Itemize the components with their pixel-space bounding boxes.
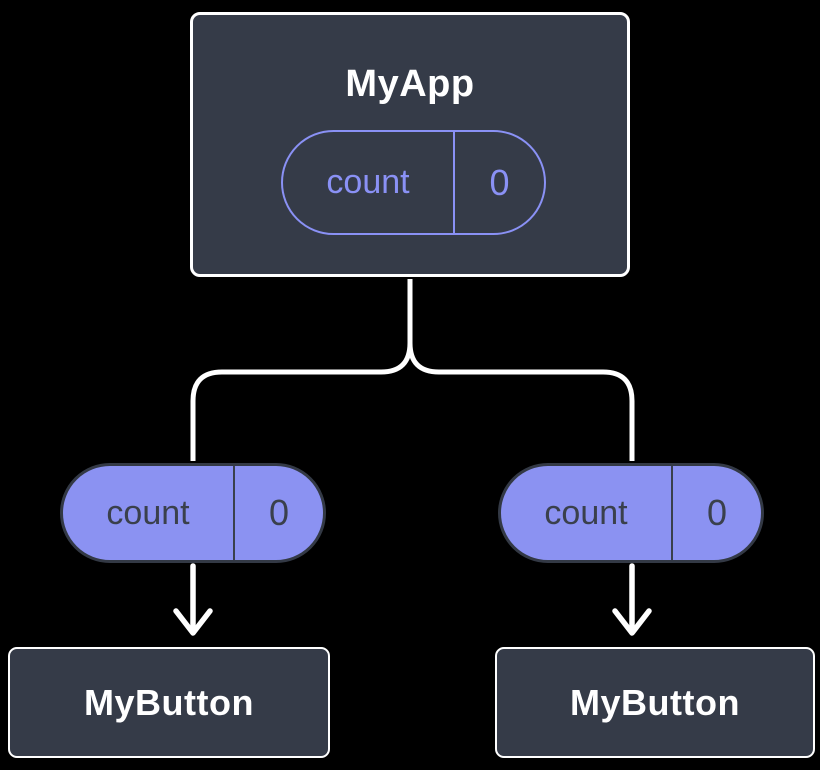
state-pill-value: 0 — [489, 161, 510, 203]
node-myapp: MyApp count 0 — [190, 12, 630, 277]
prop-pill-left-value: 0 — [268, 492, 290, 533]
connector-root-to-right-pill — [407, 279, 635, 461]
arrow-left-head — [173, 608, 213, 636]
prop-pill-right-value: 0 — [706, 492, 728, 533]
state-pill-name: count — [283, 132, 455, 233]
prop-pill-right-name: count — [501, 466, 673, 560]
node-mybutton-left-title: MyButton — [84, 681, 254, 723]
prop-pill-left: count 0 — [60, 463, 326, 563]
prop-pill-right: count 0 — [498, 463, 764, 563]
node-myapp-title: MyApp — [345, 63, 475, 105]
arrow-right-head — [612, 608, 652, 636]
connector-root-to-left-pill — [190, 279, 413, 461]
state-pill: count 0 — [281, 130, 546, 235]
prop-pill-left-name: count — [63, 466, 235, 560]
node-mybutton-right-title: MyButton — [570, 681, 740, 723]
node-mybutton-right: MyButton — [495, 647, 815, 758]
node-mybutton-left: MyButton — [8, 647, 330, 758]
